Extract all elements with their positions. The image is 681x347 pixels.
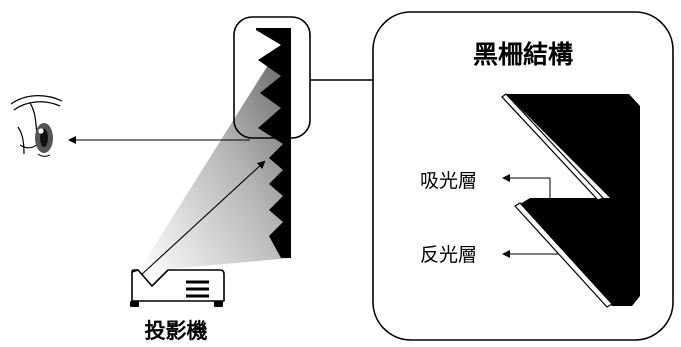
projector-label: 投影機 bbox=[145, 319, 208, 343]
inset-title: 黑柵結構 bbox=[473, 40, 573, 69]
black-absorbing-layer bbox=[506, 94, 640, 306]
projection-beam bbox=[138, 30, 290, 272]
absorbing-strip bbox=[501, 93, 605, 201]
projected-ray-arrow bbox=[139, 160, 266, 277]
eye-icon bbox=[10, 95, 63, 157]
sawtooth-screen-icon bbox=[256, 28, 291, 258]
absorb-layer-label: 吸光層 bbox=[420, 170, 477, 192]
projector-icon bbox=[130, 269, 225, 307]
reflect-layer-label: 反光層 bbox=[420, 244, 477, 266]
screen-magnifier-frame bbox=[233, 16, 311, 139]
reflecting-strip bbox=[514, 202, 613, 308]
